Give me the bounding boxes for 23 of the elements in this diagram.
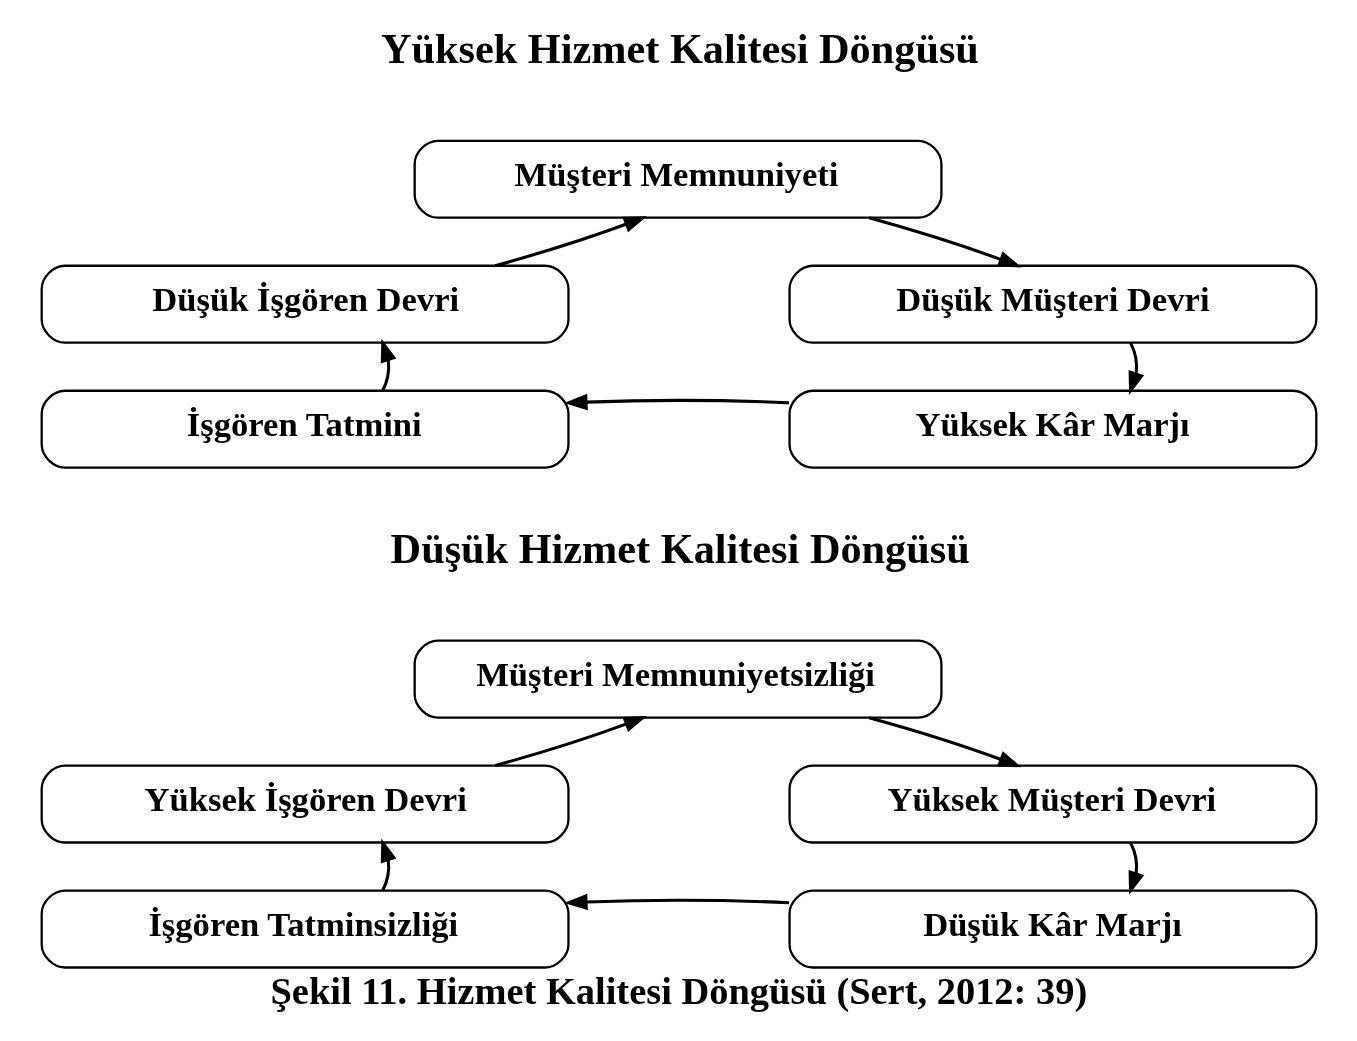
caption: Şekil 11. Hizmet Kalitesi Döngüsü (Sert, 2012: 39) [269,970,1087,1013]
arrow [868,216,1022,268]
label: Düşük Hizmet Kalitesi Döngüsü [390,524,970,572]
arrow [563,393,789,411]
node-box: Yüksek Kâr Marjı [787,389,1317,469]
node-box: Düşük İşgören Devri [40,264,570,344]
arrow [1128,342,1144,395]
label: Yüksek Hizmet Kalitesi Döngüsü [380,25,979,73]
node-box: Müşteri Memnuniyetsizliği [413,639,943,719]
arrow [1128,842,1144,895]
arrow [494,216,647,268]
arrow [380,338,396,392]
arrow [563,893,789,911]
arrow [494,716,647,768]
node-box: Yüksek Müşteri Devri [787,764,1317,844]
node-box: Düşük Müşteri Devri [787,264,1317,344]
arrow [868,716,1022,768]
arrow [380,838,396,891]
node-box: Yüksek İşgören Devri [40,764,570,844]
node-box: İşgören Tatmini [40,389,570,469]
node-box: İşgören Tatminsizliği [40,889,570,969]
node-box: Müşteri Memnuniyeti [413,139,943,219]
node-box: Düşük Kâr Marjı [787,889,1317,969]
